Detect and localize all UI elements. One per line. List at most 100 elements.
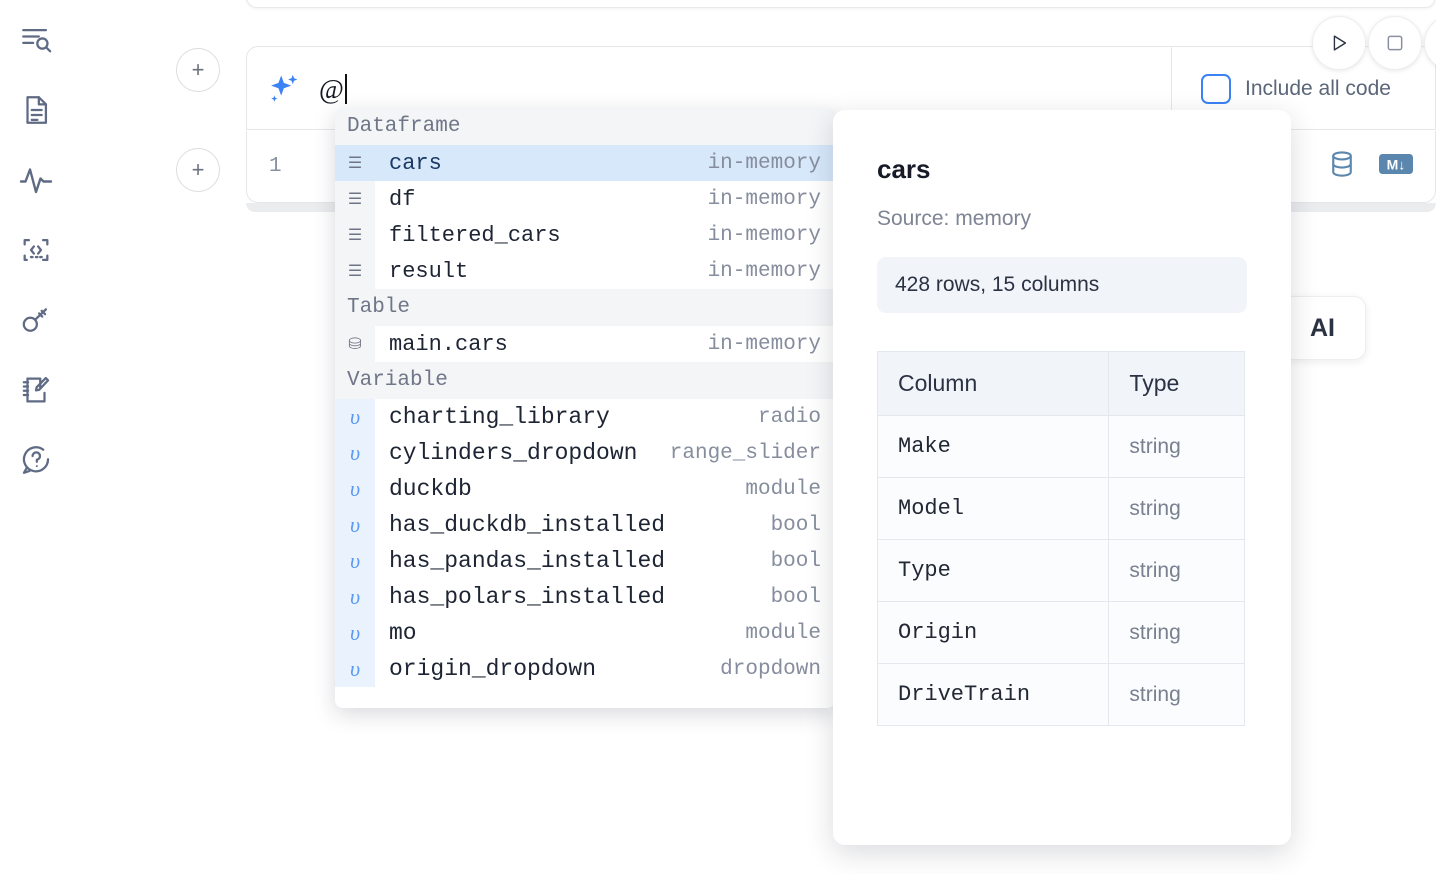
autocomplete-item[interactable]: υ origin_dropdown dropdown: [335, 651, 835, 687]
notepad-pencil-icon[interactable]: [14, 368, 58, 412]
cell-action-icons: M↓: [1327, 149, 1413, 184]
autocomplete-item-name: has_duckdb_installed: [389, 512, 666, 538]
autocomplete-item-type: module: [745, 621, 821, 645]
autocomplete-item-name: charting_library: [389, 404, 610, 430]
dataframe-icon: ☰: [335, 217, 375, 253]
docs-column-type: string: [1108, 601, 1245, 664]
autocomplete-item-name: has_polars_installed: [389, 584, 666, 610]
variable-icon: υ: [335, 651, 375, 687]
include-all-code-label: Include all code: [1245, 77, 1391, 100]
autocomplete-group-header: Variable: [335, 362, 835, 399]
markdown-down-icon[interactable]: M↓: [1379, 152, 1413, 181]
autocomplete-item-type: in-memory: [707, 223, 821, 247]
autocomplete-item-type: bool: [770, 585, 821, 609]
docs-type-header: Type: [1108, 351, 1245, 416]
dataframe-icon: ☰: [335, 253, 375, 289]
docs-column-type: string: [1108, 415, 1245, 478]
ai-prompt-options: Include all code: [1173, 47, 1435, 131]
autocomplete-item-type: in-memory: [707, 259, 821, 283]
variable-icon: υ: [335, 615, 375, 651]
variable-icon: υ: [335, 507, 375, 543]
autocomplete-item-name: cars: [389, 150, 442, 176]
autocomplete-item-name: df: [389, 186, 416, 212]
help-chat-icon[interactable]: [14, 438, 58, 482]
file-search-icon[interactable]: [14, 18, 58, 62]
include-all-code-checkbox[interactable]: Include all code: [1201, 74, 1391, 104]
activity-pulse-icon[interactable]: [14, 158, 58, 202]
dataframe-icon: ☰: [335, 145, 375, 181]
variable-icon: υ: [335, 399, 375, 435]
autocomplete-item-type: radio: [757, 405, 821, 429]
autocomplete-item-type: module: [745, 477, 821, 501]
docs-column-header: Column: [877, 351, 1110, 416]
add-cell-button-top[interactable]: +: [176, 48, 220, 92]
run-button[interactable]: [1312, 16, 1366, 70]
play-icon: [1333, 35, 1347, 51]
autocomplete-item[interactable]: υ cylinders_dropdown range_slider: [335, 435, 835, 471]
checkbox-box[interactable]: [1201, 74, 1231, 104]
left-icon-rail: [0, 0, 72, 874]
variable-icon: υ: [335, 435, 375, 471]
add-cell-button-bottom[interactable]: +: [176, 148, 220, 192]
autocomplete-item[interactable]: ☰ filtered_cars in-memory: [335, 217, 835, 253]
autocomplete-item-name: cylinders_dropdown: [389, 440, 638, 466]
docs-source: Source: memory: [877, 207, 1032, 230]
dataframe-icon: ☰: [335, 181, 375, 217]
docs-column-name: Type: [877, 539, 1110, 602]
autocomplete-item-name: has_pandas_installed: [389, 548, 666, 574]
autocomplete-item-name: duckdb: [389, 476, 472, 502]
table-db-icon: ⛁: [335, 326, 375, 362]
database-icon[interactable]: [1327, 149, 1357, 184]
text-caret: [344, 73, 347, 104]
stop-button[interactable]: [1368, 16, 1422, 70]
docs-table-header-row: Column Type: [877, 351, 1245, 416]
autocomplete-item-name: main.cars: [389, 331, 508, 357]
autocomplete-item-name: filtered_cars: [389, 222, 561, 248]
docs-column-name: Origin: [877, 601, 1110, 664]
autocomplete-item-type: in-memory: [707, 332, 821, 356]
autocomplete-item-type: bool: [770, 513, 821, 537]
variable-icon: υ: [335, 471, 375, 507]
autocomplete-item-name: mo: [389, 620, 417, 646]
autocomplete-item[interactable]: υ charting_library radio: [335, 399, 835, 435]
line-number: 1: [269, 155, 282, 178]
docs-column-name: Make: [877, 415, 1110, 478]
docs-column-name: Model: [877, 477, 1110, 540]
cell-above-partial: [246, 0, 1436, 8]
docs-column-type: string: [1108, 477, 1245, 540]
key-icon[interactable]: [14, 298, 58, 342]
ai-prompt-text: @: [319, 73, 347, 105]
ai-prompt-input-area[interactable]: @: [247, 47, 1172, 131]
svg-text:M↓: M↓: [1387, 157, 1406, 173]
autocomplete-item[interactable]: ⛁ main.cars in-memory: [335, 326, 835, 362]
docs-shape-badge: 428 rows, 15 columns: [877, 257, 1247, 313]
docs-column-type: string: [1108, 539, 1245, 602]
autocomplete-item[interactable]: υ has_duckdb_installed bool: [335, 507, 835, 543]
autocomplete-item-type: range_slider: [669, 441, 821, 465]
ai-sparkle-icon: [271, 74, 298, 102]
document-icon[interactable]: [14, 88, 58, 132]
ai-prompt-value: @: [319, 73, 344, 104]
autocomplete-item-name: origin_dropdown: [389, 656, 597, 682]
variable-icon: υ: [335, 543, 375, 579]
code-brackets-icon[interactable]: [14, 228, 58, 272]
stop-square-icon: [1387, 35, 1403, 51]
documentation-panel: cars Source: memory 428 rows, 15 columns…: [833, 110, 1291, 845]
docs-column-type: string: [1108, 663, 1245, 726]
autocomplete-group-header: Dataframe: [335, 108, 835, 145]
autocomplete-item-type: dropdown: [720, 657, 821, 681]
